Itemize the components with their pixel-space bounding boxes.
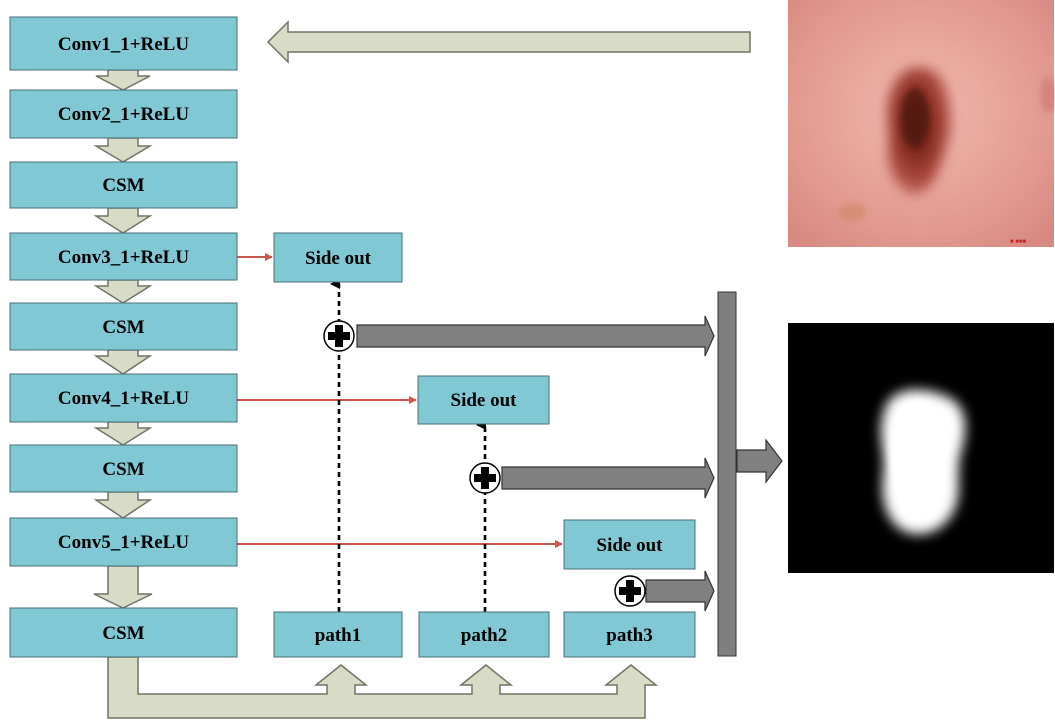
path-box: path3 <box>563 611 696 658</box>
backbone-connector-arrow <box>93 491 153 519</box>
backbone-block-label: CSM <box>102 317 144 338</box>
path-label: path3 <box>606 625 652 646</box>
backbone-block-label: Conv1_1+ReLU <box>58 34 189 55</box>
backbone-block: Conv1_1+ReLU <box>9 16 238 71</box>
plus-node-icon <box>614 575 646 607</box>
backbone-block: Conv5_1+ReLU <box>9 517 238 567</box>
backbone-block-label: CSM <box>102 459 144 480</box>
backbone-connector-arrow <box>93 349 153 375</box>
side-output-label: Side out <box>597 535 664 556</box>
backbone-connectors <box>93 69 153 609</box>
backbone-block: CSM <box>9 161 238 209</box>
backbone-connector-arrow <box>93 137 153 163</box>
backbone-block-label: CSM <box>102 623 144 644</box>
backbone-block-label: Conv2_1+ReLU <box>58 104 189 125</box>
backbone-block: Conv4_1+ReLU <box>9 373 238 423</box>
fusion-arrow-2 <box>501 457 715 499</box>
backbone-block-label: Conv4_1+ReLU <box>58 388 189 409</box>
backbone-connector-arrow <box>93 207 153 234</box>
plus-node-icon <box>469 462 501 494</box>
side-output-label: Side out <box>451 390 518 411</box>
fusion-arrow-3 <box>645 570 715 612</box>
fusion-arrow-1 <box>356 315 715 357</box>
path-box: path1 <box>273 611 403 658</box>
backbone-block-label: Conv5_1+ReLU <box>58 532 189 553</box>
input-skin-image: ■ ■■■ <box>788 0 1055 247</box>
backbone-block: Conv2_1+ReLU <box>9 89 238 139</box>
side-output-label: Side out <box>305 248 372 269</box>
backbone-block: CSM <box>9 444 238 493</box>
path-feed-bar <box>107 656 659 719</box>
side-output-box: Side out <box>417 375 550 425</box>
backbone-connector-arrow <box>93 279 153 304</box>
backbone-block-label: CSM <box>102 175 144 196</box>
image-corner-mark: ■ ■■■ <box>1010 239 1027 245</box>
backbone-block: CSM <box>9 302 238 351</box>
output-arrow <box>736 438 783 484</box>
backbone-block: CSM <box>9 607 238 658</box>
path-label: path1 <box>315 625 361 646</box>
backbone-block: Conv3_1+ReLU <box>9 232 238 281</box>
plus-node-icon <box>323 320 355 352</box>
side-output-box: Side out <box>563 519 696 570</box>
fusion-bar <box>717 291 737 657</box>
path-label: path2 <box>461 625 507 646</box>
backbone-connector-arrow <box>93 421 153 446</box>
output-mask-image <box>788 323 1054 573</box>
input-arrow <box>266 20 751 64</box>
side-output-box: Side out <box>273 232 403 283</box>
backbone-block-label: Conv3_1+ReLU <box>58 247 189 268</box>
backbone-connector-arrow <box>95 69 151 91</box>
path-box: path2 <box>418 611 550 658</box>
backbone-connector-arrow <box>93 565 153 609</box>
